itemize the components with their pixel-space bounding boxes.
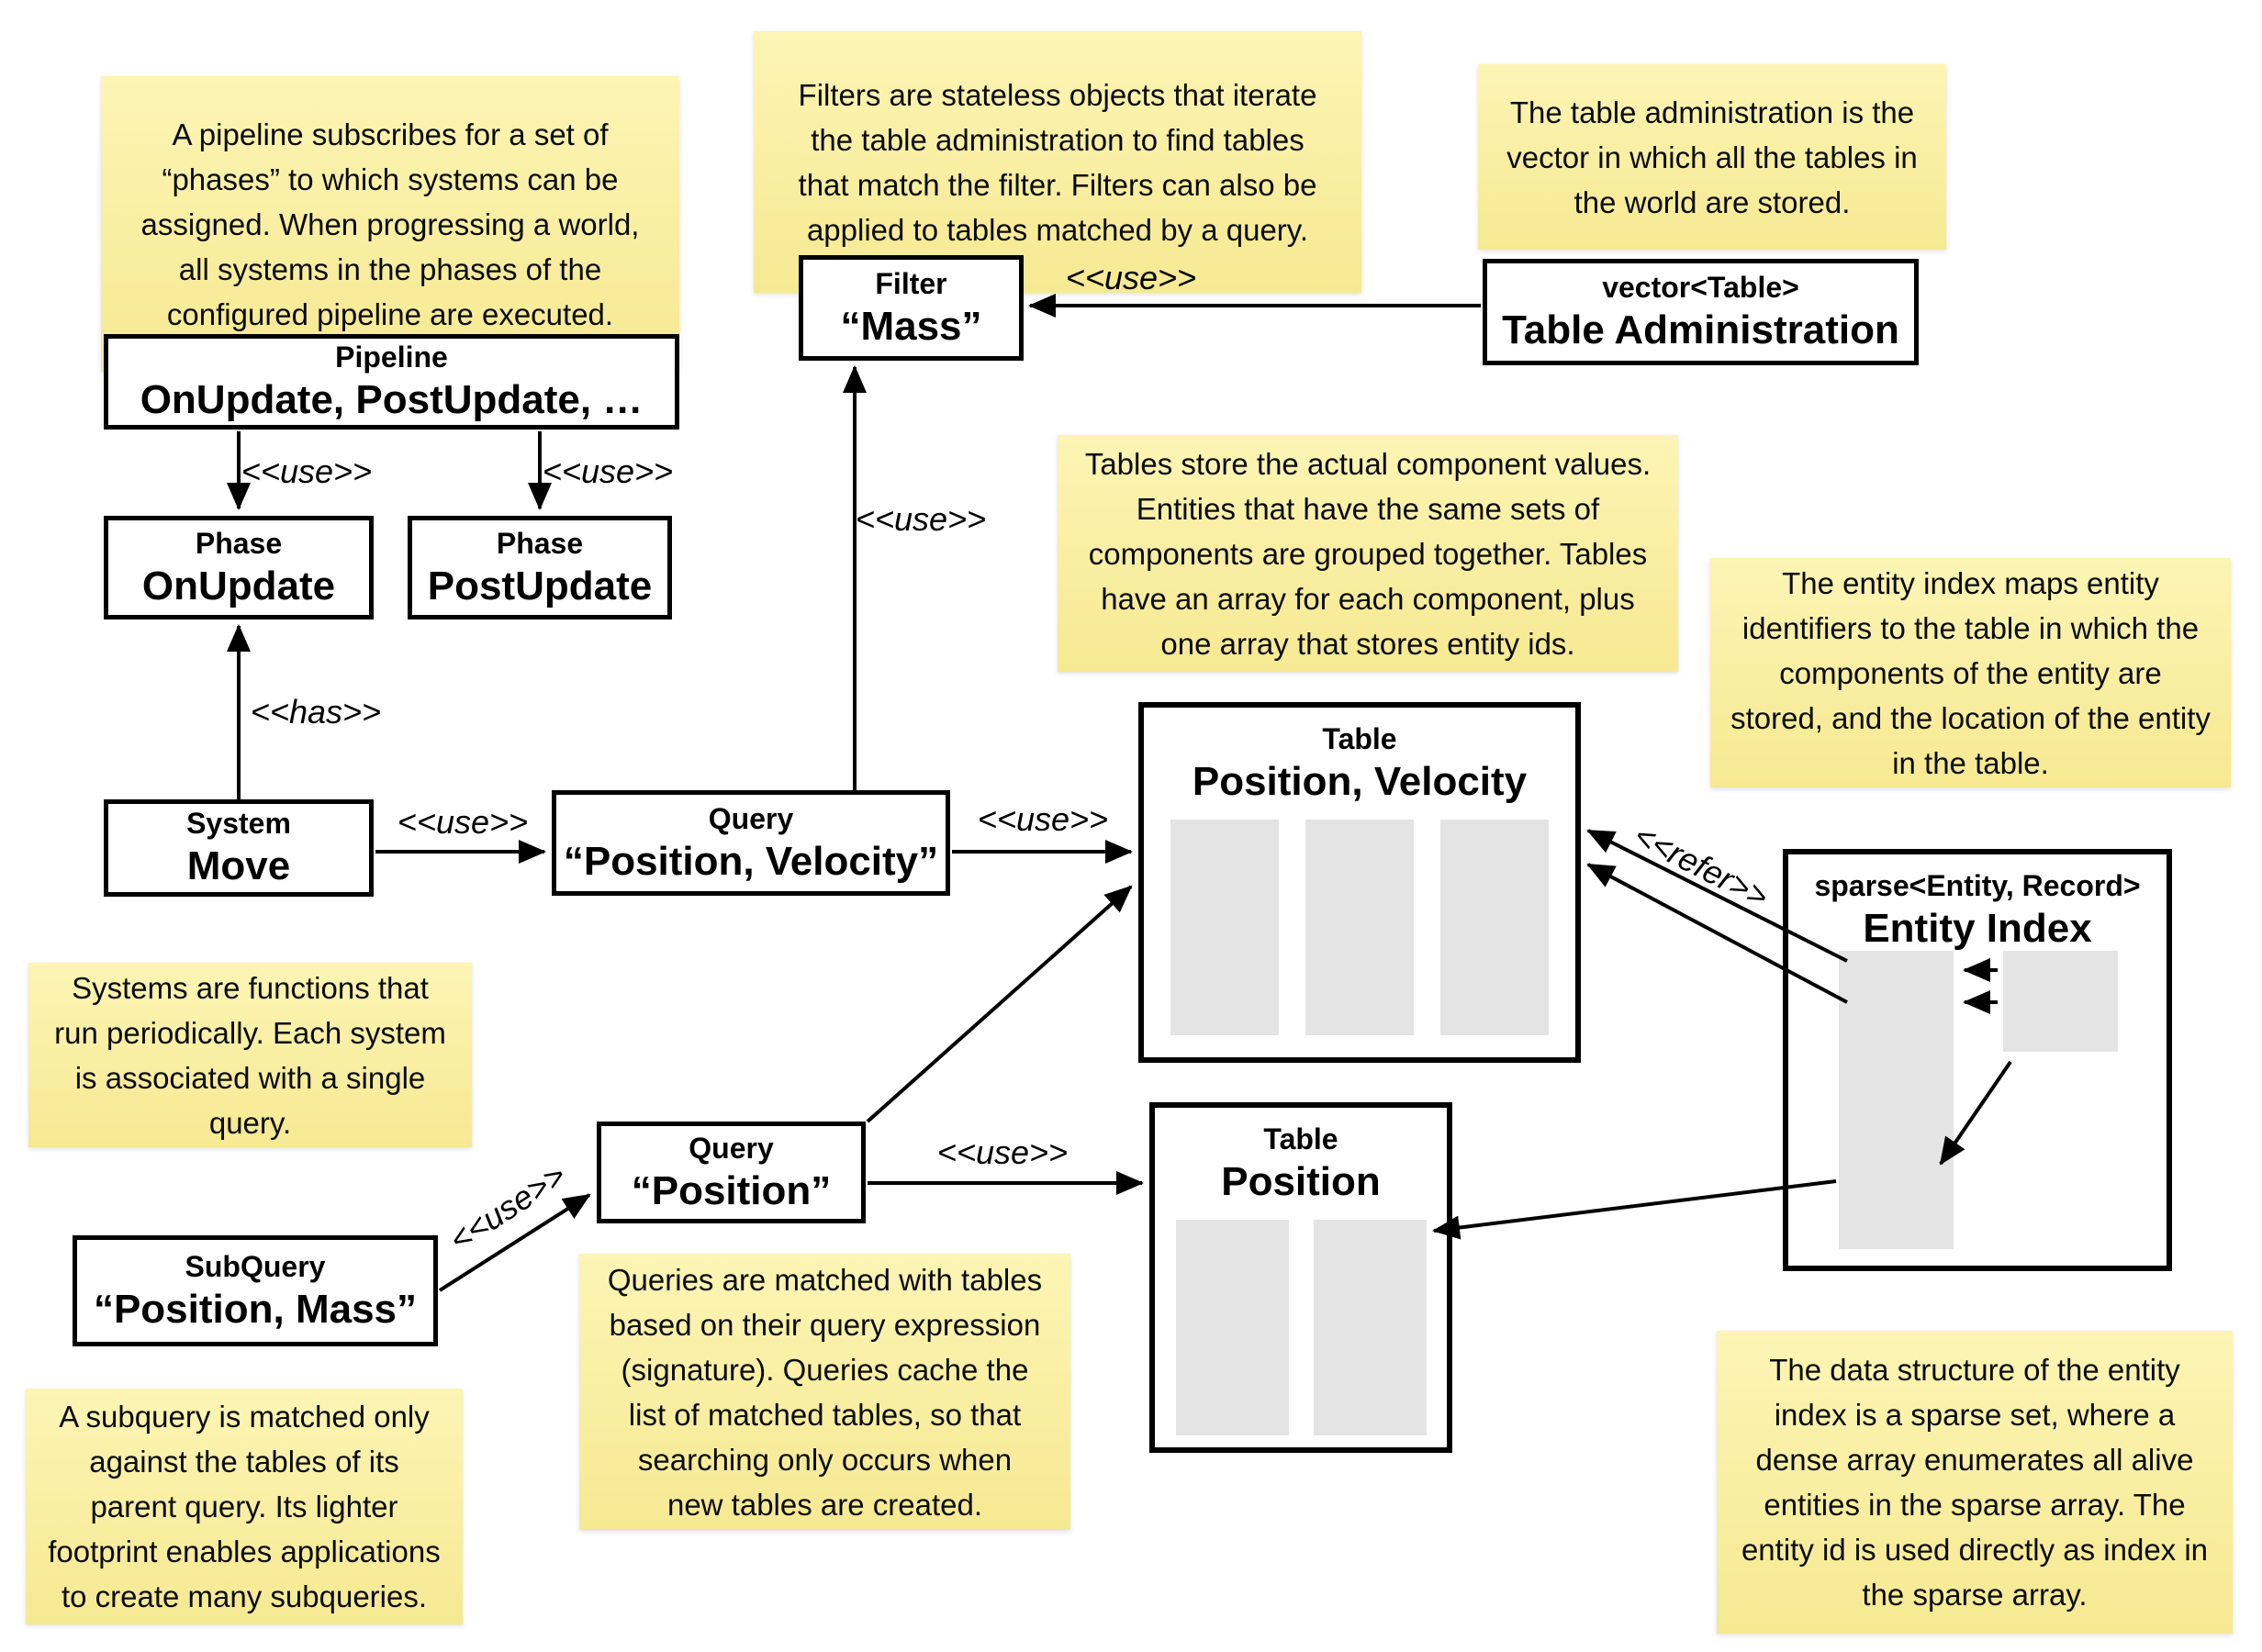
note-systems: Systems are functions that run periodica… [28,963,472,1147]
node-phase-postupdate: Phase PostUpdate [408,516,672,620]
node-filter-mass-stereotype: Filter [875,266,947,300]
node-subquery-stereotype: SubQuery [185,1249,326,1283]
node-phase-onupdate-stereotype: Phase [195,526,283,560]
array-column [1313,1220,1427,1435]
node-system-move: System Move [104,799,374,897]
array-column [1175,1220,1289,1435]
note-filters: Filters are stateless objects that itera… [754,31,1361,293]
node-pipeline-name: OnUpdate, PostUpdate, … [140,377,644,422]
node-pipeline: Pipeline OnUpdate, PostUpdate, … [104,334,679,430]
edge-label-refer-index-table: <<refer>> [1628,816,1775,916]
node-table-position: Table Position [1149,1102,1452,1453]
note-table-admin: The table administration is the vector i… [1478,64,1946,250]
array-column [1170,820,1279,1035]
node-query-position-stereotype: Query [689,1131,774,1165]
arrow-index-to-table-pos [1432,1179,1837,1240]
node-query-position-name: “Position” [631,1167,832,1213]
edge-label-use-system-query: <<use>> [397,803,529,841]
note-sparse-set: The data structure of the entity index i… [1717,1331,2233,1634]
node-phase-onupdate: Phase OnUpdate [104,516,374,620]
node-filter-mass: Filter “Mass” [799,255,1024,361]
node-system-move-name: Move [186,843,291,888]
array-columns [1170,820,1549,1035]
edge-label-use-query-table-pv: <<use>> [977,800,1109,838]
note-entity-index: The entity index maps entity identifiers… [1710,558,2231,787]
node-table-position-velocity: Table Position, Velocity [1138,702,1581,1063]
array-columns [1175,1220,1427,1435]
edge-label-use-admin-filter: <<use>> [1065,259,1197,296]
array-column [1305,820,1414,1035]
edge-label-use-query-filter: <<use>> [855,500,987,538]
node-system-move-stereotype: System [186,807,291,840]
edge-label-use-pipeline-onupdate: <<use>> [241,452,373,490]
array-column [1440,820,1549,1035]
node-table-administration-name: Table Administration [1502,307,1899,352]
node-query-position-velocity-name: “Position, Velocity” [563,838,939,884]
dense-array-block [2003,951,2118,1052]
node-table-position-velocity-stereotype: Table [1322,722,1397,755]
node-entity-index-name: Entity Index [1863,906,2092,951]
node-phase-postupdate-name: PostUpdate [427,563,653,608]
node-filter-mass-name: “Mass” [840,303,982,349]
node-phase-onupdate-name: OnUpdate [141,563,336,608]
node-table-position-velocity-name: Position, Velocity [1192,759,1528,804]
note-pipeline: A pipeline subscribes for a set of “phas… [101,76,679,372]
arrow-querypos-to-table-pv [866,885,1133,1123]
node-table-administration: vector<Table> Table Administration [1483,259,1919,365]
note-subquery: A subquery is matched only against the t… [26,1389,463,1624]
sparse-array-column [1839,951,1954,1249]
node-query-position-velocity: Query “Position, Velocity” [552,790,950,896]
node-subquery-name: “Position, Mass” [93,1286,418,1332]
node-phase-postupdate-stereotype: Phase [496,526,584,560]
node-query-position-velocity-stereotype: Query [708,801,794,835]
edge-label-use-query-table-pos: <<use>> [936,1133,1069,1171]
node-entity-index: sparse<Entity, Record> Entity Index [1783,849,2172,1271]
note-queries: Queries are matched with tables based on… [579,1254,1070,1530]
node-table-position-stereotype: Table [1263,1122,1338,1155]
node-table-administration-stereotype: vector<Table> [1602,271,1799,304]
node-table-position-name: Position [1221,1159,1381,1204]
node-subquery: SubQuery “Position, Mass” [73,1235,438,1346]
note-tables: Tables store the actual component values… [1058,435,1678,672]
node-query-position: Query “Position” [597,1122,866,1223]
edge-label-has-system-phase: <<has>> [250,693,382,731]
edge-label-use-pipeline-postupdate: <<use>> [542,452,674,490]
node-entity-index-stereotype: sparse<Entity, Record> [1814,869,2141,902]
edge-label-use-subquery-query: <<use>> [442,1155,573,1259]
node-pipeline-stereotype: Pipeline [335,340,448,374]
